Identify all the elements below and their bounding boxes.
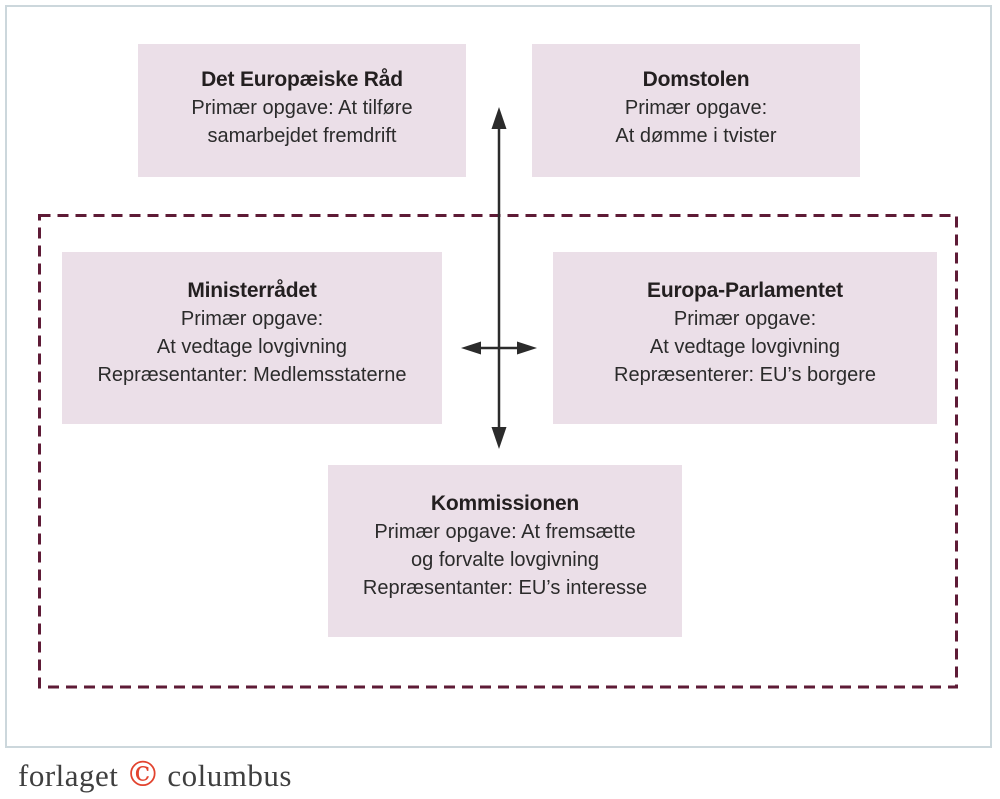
box-line: Primær opgave: At tilføre (191, 97, 413, 119)
box-title: Det Europæiske Råd (201, 68, 403, 91)
copyright-icon: © (125, 754, 161, 795)
publisher-logo: forlaget © columbus (18, 754, 292, 795)
box-line: Primær opgave: (624, 97, 768, 119)
box-line: At dømme i tvister (615, 125, 777, 147)
box-line: At vedtage lovgivning (156, 336, 348, 358)
box-line: samarbejdet fremdrift (207, 125, 397, 147)
box-title: Europa-Parlamentet (647, 279, 843, 302)
box-det-europaeiske-raad: Det Europæiske Råd Primær opgave: At til… (138, 44, 466, 177)
box-title: Kommissionen (430, 492, 580, 515)
box-line: Primær opgave: At fremsætte (374, 521, 636, 543)
box-line: At vedtage lovgivning (649, 336, 841, 358)
box-line: Repræsentanter: EU’s interesse (362, 577, 648, 599)
publisher-name: columbus (167, 758, 292, 793)
box-domstolen: Domstolen Primær opgave: At dømme i tvis… (532, 44, 860, 177)
box-line: Primær opgave: (673, 308, 817, 330)
box-europa-parlamentet: Europa-Parlamentet Primær opgave: At ved… (553, 252, 937, 424)
diagram-outer-border (5, 5, 992, 748)
box-line: og forvalte lovgivning (411, 549, 599, 571)
box-title: Ministerrådet (187, 279, 317, 302)
box-ministerraadet: Ministerrådet Primær opgave: At vedtage … (62, 252, 442, 424)
box-title: Domstolen (642, 68, 750, 91)
box-kommissionen: Kommissionen Primær opgave: At fremsætte… (328, 465, 682, 637)
box-line: Primær opgave: (180, 308, 324, 330)
box-line: Repræsenterer: EU’s borgere (614, 364, 876, 386)
box-line: Repræsentanter: Medlemsstaterne (97, 364, 407, 386)
publisher-prefix: forlaget (18, 758, 119, 793)
